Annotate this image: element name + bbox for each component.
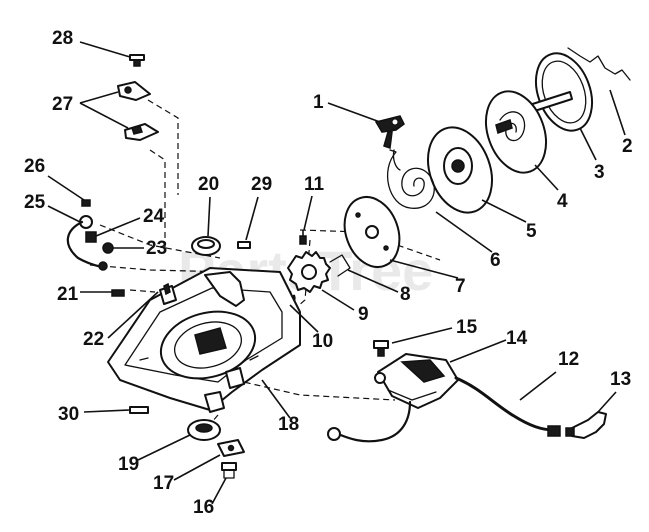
spark-plug-boot: [565, 411, 607, 439]
high-tension-lead: [454, 376, 561, 437]
callout-layer: 1234567891011121314151617181920212223242…: [24, 28, 633, 518]
recoil-spring-cup: [485, 90, 547, 174]
switch-plate: [217, 439, 245, 457]
leader-line-8: [347, 269, 399, 293]
leader-line-18: [261, 379, 291, 419]
screw-15: [373, 340, 389, 357]
screw-21: [111, 289, 125, 297]
spring-anchor: [374, 115, 405, 150]
leader-line-19: [137, 434, 191, 461]
callout-1: 1: [313, 92, 324, 113]
leader-line-4: [534, 164, 559, 191]
callout-8: 8: [400, 284, 411, 305]
leader-line-30: [83, 409, 131, 413]
leader-line-14: [449, 339, 507, 363]
callout-14: 14: [506, 328, 528, 349]
starter-gear: [287, 251, 331, 293]
small-screw: [299, 230, 307, 245]
callout-6: 6: [490, 250, 501, 271]
leader-line-15: [391, 327, 453, 344]
stop-switch-bracket: [117, 81, 159, 141]
callout-13: 13: [610, 369, 631, 390]
callout-28: 28: [52, 28, 73, 49]
rewind-spring: [387, 149, 435, 209]
callout-24: 24: [143, 206, 165, 227]
callout-23: 23: [146, 238, 167, 259]
leader-line-7: [389, 259, 459, 279]
leader-line-22: [107, 291, 159, 339]
bearing: [191, 236, 221, 256]
callout-11: 11: [304, 174, 325, 195]
pulley-hub: [427, 126, 493, 214]
leader-line-10: [289, 304, 319, 333]
callout-21: 21: [57, 284, 79, 305]
callout-26: 26: [24, 156, 45, 177]
ignition-coil: [327, 353, 459, 443]
callout-9: 9: [358, 304, 369, 325]
leader-line-16: [211, 477, 227, 505]
leader-line-6: [435, 211, 493, 253]
leader-line-29: [245, 196, 259, 241]
callout-19: 19: [118, 454, 139, 475]
leader-line-28: [79, 41, 131, 58]
leader-line-9: [321, 289, 355, 311]
leader-line-26: [47, 175, 85, 201]
bushing: [187, 419, 221, 441]
retainer-plate: [343, 196, 401, 268]
callout-3: 3: [594, 162, 605, 183]
callout-17: 17: [153, 473, 174, 494]
callout-15: 15: [456, 317, 478, 338]
callout-7: 7: [455, 276, 466, 297]
screw-16: [221, 462, 237, 479]
leader-27b: [79, 102, 129, 129]
callout-30: 30: [58, 404, 79, 425]
leader-line-2: [609, 89, 626, 136]
callout-27: 27: [52, 94, 73, 115]
leader-line-20: [207, 196, 211, 237]
screw-28: [129, 54, 145, 67]
leader-line-25: [47, 205, 81, 223]
callout-25: 25: [24, 192, 46, 213]
starter-base-housing: [107, 267, 301, 413]
starter-pulley: [519, 52, 594, 132]
screw-29: [237, 241, 251, 249]
leader-line-17: [173, 454, 221, 481]
leader-line-24: [95, 217, 141, 237]
leader-line-13: [597, 391, 617, 413]
ground-wire: [66, 199, 114, 271]
starter-rope: [567, 47, 631, 81]
callout-29: 29: [251, 174, 272, 195]
leader-27a: [79, 91, 119, 104]
callout-16: 16: [193, 497, 214, 518]
pawl-spring: [329, 254, 351, 277]
leader-line-5: [481, 199, 527, 223]
pin-30: [129, 406, 149, 414]
callout-2: 2: [622, 136, 633, 157]
callout-12: 12: [558, 349, 579, 370]
leader-line-3: [579, 127, 597, 161]
callout-22: 22: [83, 329, 104, 350]
leader-line-11: [303, 195, 313, 231]
callout-20: 20: [198, 174, 219, 195]
leader-line-1: [327, 102, 381, 123]
callout-5: 5: [526, 221, 537, 242]
callout-4: 4: [557, 191, 568, 212]
callout-18: 18: [278, 414, 299, 435]
leader-line-12: [519, 371, 557, 401]
callout-10: 10: [312, 331, 333, 352]
